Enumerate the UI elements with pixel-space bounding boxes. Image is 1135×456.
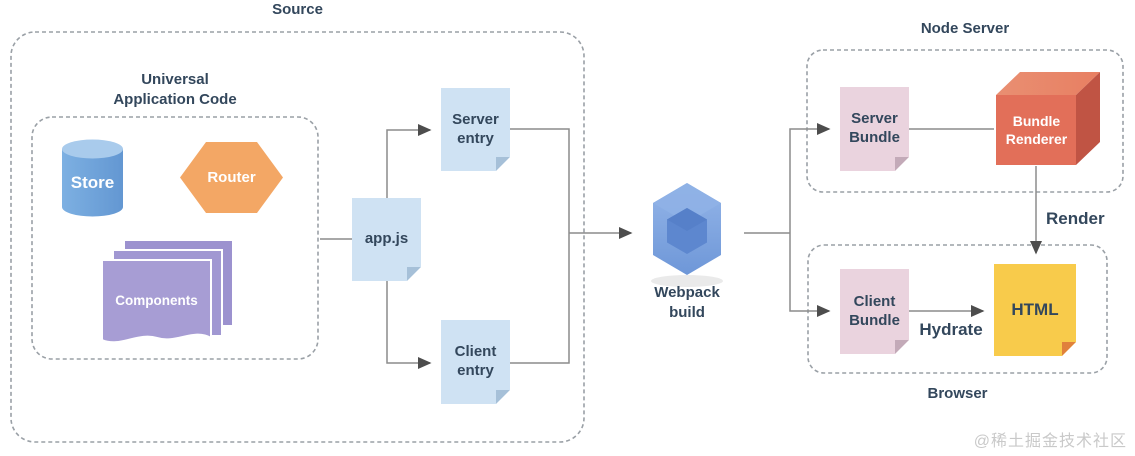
browser-title: Browser	[927, 385, 988, 402]
source-group-title: Source	[272, 1, 323, 18]
store-shape	[62, 139, 123, 217]
webpack-label: Webpack build	[654, 284, 720, 321]
node-html: HTML	[994, 264, 1076, 356]
edge-appjs-to-client-entry	[386, 281, 432, 369]
client-bundle-label: Client Bundle	[849, 292, 900, 329]
server-entry-label: Server entry	[452, 110, 499, 147]
node-server-entry: Server entry	[441, 88, 510, 171]
browser-box	[807, 244, 1108, 374]
render-edge-label: Render	[1046, 209, 1105, 228]
node-server-box	[806, 49, 1124, 193]
server-bundle-label: Server Bundle	[849, 110, 900, 146]
appjs-label: app.js	[364, 230, 409, 248]
edge-branch-to-server-bundle	[789, 123, 831, 233]
html-label: HTML	[1011, 300, 1059, 320]
client-entry-label: Client entry	[454, 343, 497, 379]
node-client-bundle: Client Bundle	[840, 269, 909, 354]
hydrate-edge-label: Hydrate	[919, 320, 983, 339]
edge-branch-to-client-bundle	[789, 233, 831, 317]
universal-app-code-title: Universal Application Code	[113, 71, 237, 108]
components-shape	[101, 239, 234, 344]
node-server-bundle: Server Bundle	[840, 87, 909, 171]
edge-server-entry-join	[510, 128, 570, 233]
edge-client-entry-join	[510, 233, 570, 364]
node-appjs: app.js	[352, 198, 421, 281]
source-group-box	[10, 31, 585, 443]
watermark: @稀土掘金技术社区	[973, 433, 1127, 450]
router-shape	[180, 142, 283, 213]
bundle-renderer-shape	[996, 72, 1100, 165]
webpack-icon	[651, 183, 723, 287]
node-server-title: Node Server	[920, 20, 1010, 37]
edge-appjs-to-server-entry	[386, 124, 432, 198]
node-client-entry: Client entry	[441, 320, 510, 404]
universal-app-code-box	[31, 116, 319, 360]
